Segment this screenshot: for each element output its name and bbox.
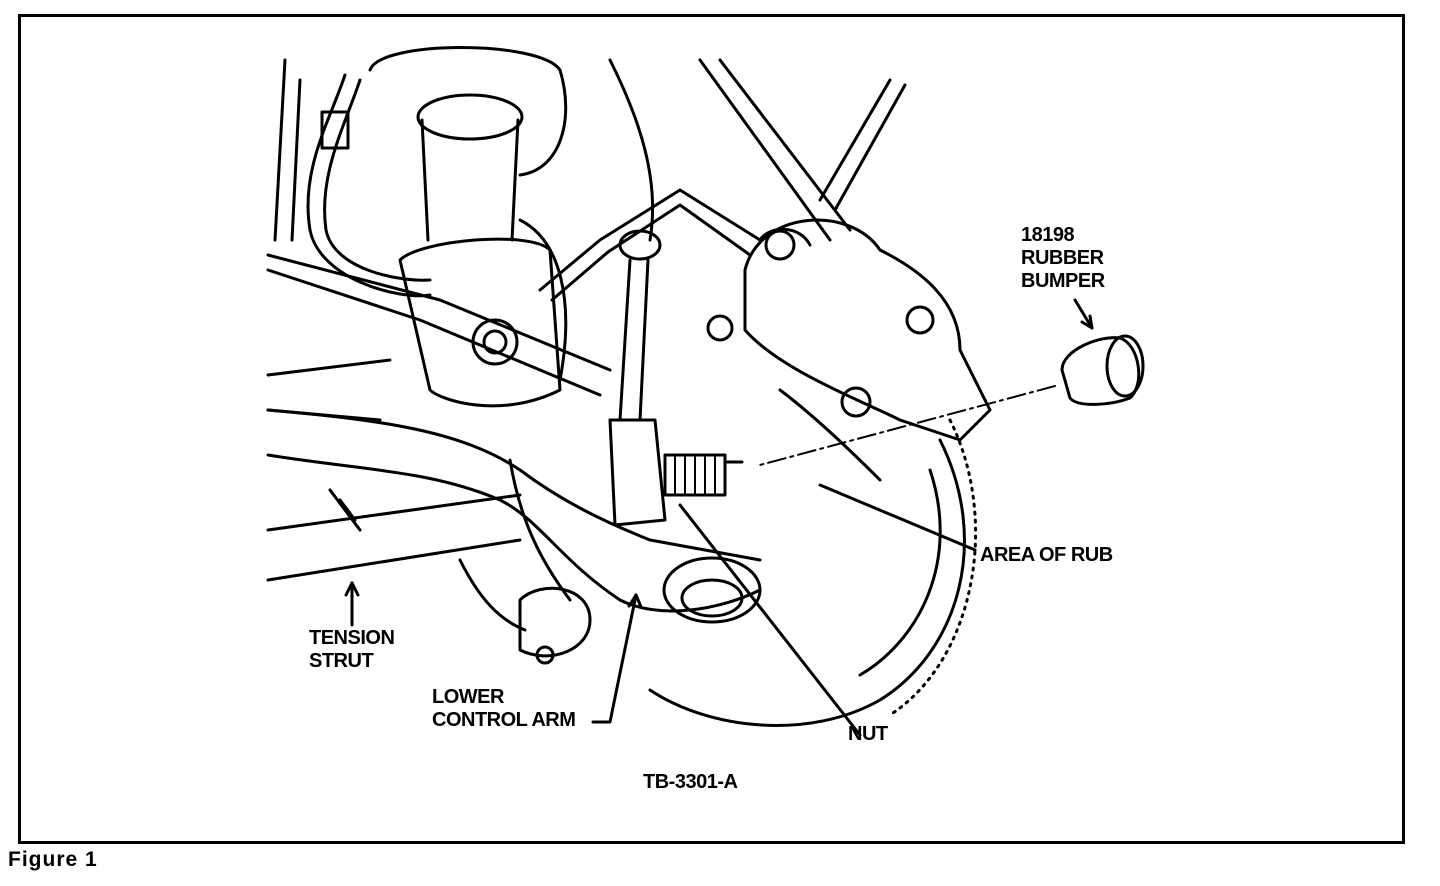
tension-strut-shape xyxy=(266,488,522,582)
nut-label: NUT xyxy=(848,723,888,745)
brake-caliper xyxy=(706,218,992,482)
lower-control-arm-line2: CONTROL ARM xyxy=(432,709,576,731)
rubber-bumper-line2: BUMPER xyxy=(1021,270,1105,292)
rubber-bumper-number: 18198 xyxy=(1021,224,1075,246)
alignment-line xyxy=(759,385,1056,466)
drawing-number: TB-3301-A xyxy=(643,771,738,793)
lower-control-arm-line1: LOWER xyxy=(432,686,504,708)
brake-hose xyxy=(306,73,432,298)
chassis-frame xyxy=(266,58,907,422)
figure-frame xyxy=(18,14,1405,844)
rubber-bumper-label: 18198 RUBBER BUMPER xyxy=(1021,224,1105,293)
tension-strut-line1: TENSION xyxy=(309,627,395,649)
leader-lines xyxy=(344,298,1094,737)
rubber-bumper-line1: RUBBER xyxy=(1021,247,1104,269)
shock-absorber xyxy=(368,46,568,408)
tension-strut-line2: STRUT xyxy=(309,650,374,672)
stud-nut xyxy=(663,453,744,497)
rubber-bumper-part xyxy=(1060,334,1145,406)
tension-strut-label: TENSION STRUT xyxy=(309,627,395,673)
stabilizer-link xyxy=(608,229,667,527)
figure-caption: Figure 1 xyxy=(8,848,98,871)
brake-rotor xyxy=(648,418,977,727)
brake-line xyxy=(538,188,762,302)
area-of-rub-label: AREA OF RUB xyxy=(980,544,1113,566)
lower-control-arm-label: LOWER CONTROL ARM xyxy=(432,686,576,732)
ball-joint xyxy=(458,558,592,665)
lower-control-arm-shape xyxy=(266,408,762,624)
